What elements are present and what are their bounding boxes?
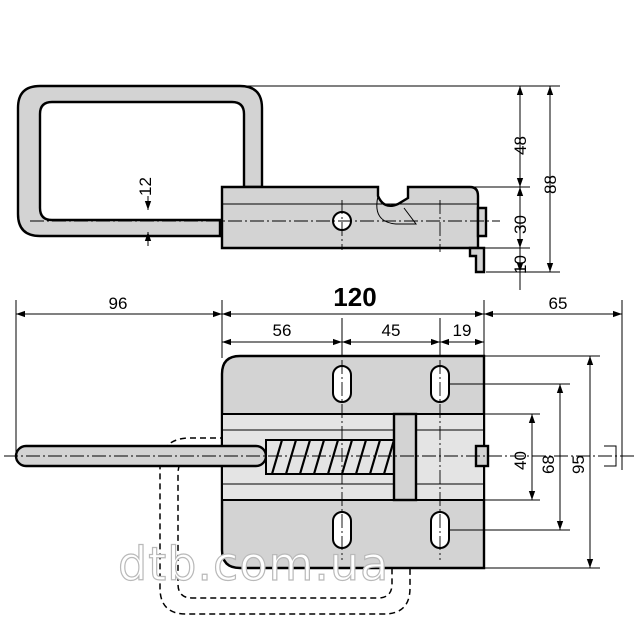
dim-height-outer: 95 <box>569 455 588 474</box>
bracket-foot <box>468 206 488 274</box>
dim-handle-height: 48 <box>511 136 530 155</box>
watermark: dtb.com.ua <box>118 537 389 591</box>
spring-coils <box>270 439 410 475</box>
dim-bracket-offset: 10 <box>511 255 530 274</box>
dim-edge-offset: 19 <box>453 321 472 340</box>
dim-total-height: 88 <box>541 175 560 194</box>
stop-block <box>392 412 418 502</box>
dim-pin-length: 96 <box>109 294 128 313</box>
dim-body-height: 30 <box>511 215 530 234</box>
dim-hole-spacing-2: 45 <box>382 321 401 340</box>
dim-hole-spacing-1: 56 <box>273 321 292 340</box>
dim-bolt-travel: 65 <box>549 294 568 313</box>
top-view: 12 48 30 10 88 <box>16 84 560 290</box>
bolt-travel-marker <box>604 445 617 467</box>
latch-notch <box>376 195 417 225</box>
dim-pin-diameter: 12 <box>136 177 155 196</box>
dim-body-length: 120 <box>333 282 376 312</box>
dim-height-mid: 68 <box>539 455 558 474</box>
dim-height-inner: 40 <box>511 451 530 470</box>
front-view: 96 120 65 56 45 19 <box>4 282 634 615</box>
